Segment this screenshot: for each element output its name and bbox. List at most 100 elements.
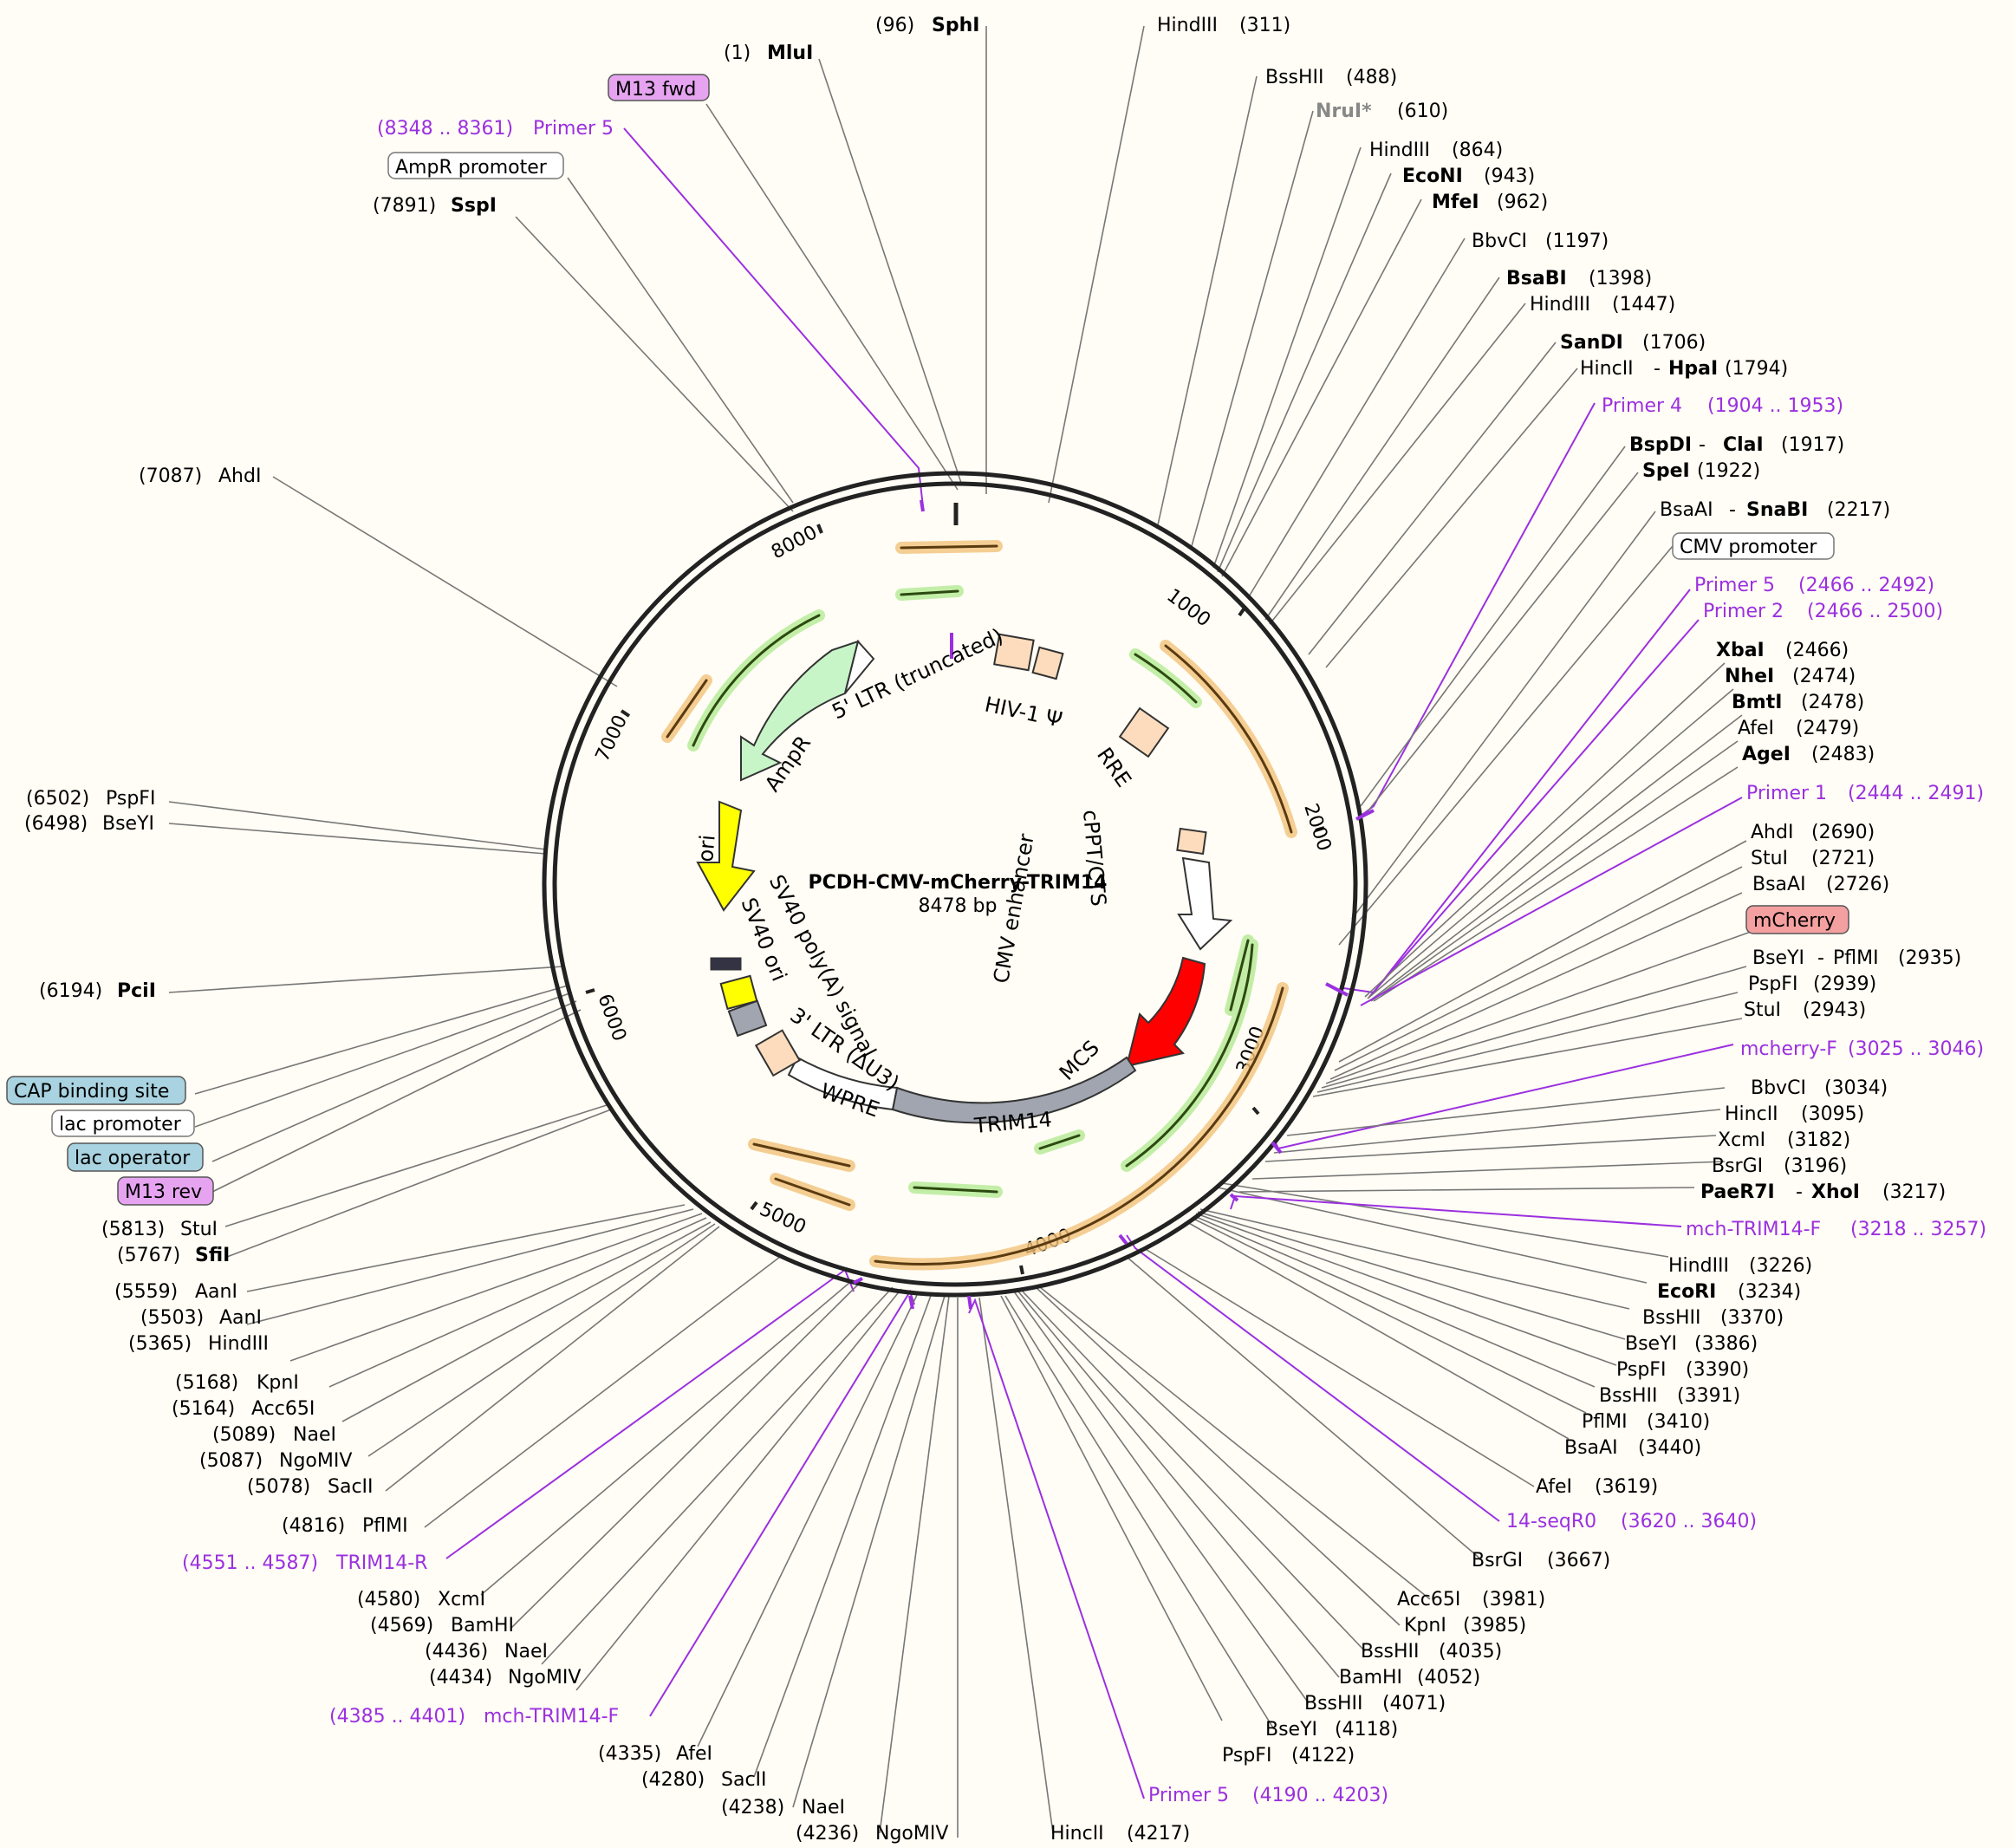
bsrgi2-label[interactable]: BsrGI: [1472, 1550, 1523, 1571]
afei2-label[interactable]: AfeI: [1536, 1476, 1572, 1498]
bseyi-label[interactable]: BseYI: [102, 813, 154, 835]
mfei-label[interactable]: MfeI: [1432, 192, 1479, 213]
bsshii4-label[interactable]: BssHII: [1642, 1307, 1701, 1329]
hind-r1-label[interactable]: HindIII: [1157, 15, 1218, 36]
pflmi2-label[interactable]: PflMI: [1582, 1411, 1628, 1433]
pspfi2-label[interactable]: PspFI: [1222, 1745, 1271, 1767]
bseyi-r-label[interactable]: BseYI: [1752, 947, 1804, 969]
aani2-label[interactable]: AanI: [219, 1307, 262, 1329]
acc-label[interactable]: Acc65I: [251, 1398, 315, 1420]
hind-label[interactable]: HindIII: [208, 1333, 269, 1355]
ecori-label[interactable]: EcoRI: [1657, 1281, 1716, 1303]
hincii2-label[interactable]: HincII: [1725, 1103, 1778, 1125]
stui-r-label[interactable]: StuI: [1751, 848, 1788, 869]
bsrgi-r-label[interactable]: BsrGI: [1712, 1155, 1763, 1177]
pspfi3-label[interactable]: PspFI: [1616, 1359, 1666, 1381]
hind-r3-label[interactable]: HindIII: [1530, 294, 1590, 316]
spei-label[interactable]: SpeI: [1642, 460, 1690, 482]
bseyi2-label[interactable]: BseYI: [1265, 1719, 1317, 1741]
primer2-label[interactable]: Primer 2: [1703, 601, 1784, 622]
bamhi-label[interactable]: BamHI: [451, 1615, 514, 1637]
naei-label[interactable]: NaeI: [293, 1424, 336, 1446]
naei3-label[interactable]: NaeI: [802, 1797, 845, 1819]
sspi-label[interactable]: SspI: [451, 195, 497, 217]
primer5-r-label[interactable]: Primer 5: [1694, 575, 1775, 596]
xhoi-label[interactable]: XhoI: [1811, 1181, 1860, 1203]
mcherry-f-label[interactable]: mcherry-F: [1740, 1038, 1837, 1060]
hind-r2-label[interactable]: HindIII: [1369, 140, 1430, 161]
afei-r-label[interactable]: AfeI: [1738, 718, 1774, 739]
bsaai2-label[interactable]: BsaAI: [1752, 874, 1806, 895]
ahdi-label[interactable]: AhdI: [218, 465, 261, 487]
mcherry-label[interactable]: mCherry: [1753, 910, 1836, 932]
nrui-label[interactable]: NruI*: [1316, 101, 1372, 122]
m13rev-label[interactable]: M13 rev: [125, 1181, 202, 1203]
mchf-label[interactable]: mch-TRIM14-F: [484, 1706, 619, 1728]
stui2-r-label[interactable]: StuI: [1744, 999, 1781, 1021]
pspfi-label[interactable]: PspFI: [106, 788, 155, 810]
right-labels: HindIII (311) BssHII (488) NruI* (610) H…: [1157, 15, 1986, 1240]
primer1-label[interactable]: Primer 1: [1746, 783, 1827, 804]
hincii-r-label[interactable]: HincII: [1580, 358, 1634, 380]
bsshii-r-label[interactable]: BssHII: [1265, 67, 1324, 88]
stui-label[interactable]: StuI: [180, 1219, 218, 1240]
pflmi-pos: (4816): [282, 1515, 345, 1537]
sandi-label[interactable]: SanDI: [1560, 332, 1623, 354]
bsshii2-label[interactable]: BssHII: [1361, 1641, 1420, 1663]
sfii-label[interactable]: SfiI: [195, 1245, 230, 1266]
agei-label[interactable]: AgeI: [1742, 744, 1791, 765]
lac-promoter-label[interactable]: lac promoter: [59, 1114, 182, 1135]
seqr0-label[interactable]: 14-seqR0: [1506, 1511, 1596, 1532]
kpni2-label[interactable]: KpnI: [1404, 1615, 1446, 1637]
nhei-label[interactable]: NheI: [1725, 666, 1774, 687]
bspdi-label[interactable]: BspDI: [1629, 434, 1692, 456]
primer4-label[interactable]: Primer 4: [1602, 395, 1682, 417]
ngo-label[interactable]: NgoMIV: [279, 1450, 352, 1472]
primer5a-label[interactable]: Primer 5: [533, 118, 614, 140]
sacii-label[interactable]: SacII: [328, 1476, 374, 1498]
ampr-promoter-label[interactable]: AmpR promoter: [395, 157, 548, 179]
pflmi-label[interactable]: PflMI: [362, 1515, 408, 1537]
snabi-label[interactable]: SnaBI: [1746, 499, 1808, 521]
cmv-promoter-label[interactable]: CMV promoter: [1680, 537, 1817, 558]
clai-label[interactable]: ClaI: [1723, 434, 1764, 456]
bamhi2-label[interactable]: BamHI: [1339, 1667, 1402, 1689]
m13fwd-label[interactable]: M13 fwd: [615, 79, 696, 101]
mlui-label[interactable]: MluI: [767, 42, 813, 64]
lac-operator-label[interactable]: lac operator: [75, 1148, 191, 1169]
ahdi-r-label[interactable]: AhdI: [1751, 822, 1793, 843]
hind3-label[interactable]: HindIII: [1668, 1255, 1729, 1277]
ngo3-label[interactable]: NgoMIV: [875, 1823, 948, 1845]
sacii2-label[interactable]: SacII: [721, 1769, 767, 1791]
bbvci2-label[interactable]: BbvCI: [1751, 1077, 1806, 1099]
bseyi3-label[interactable]: BseYI: [1625, 1333, 1677, 1355]
bsaai3-label[interactable]: BsaAI: [1564, 1437, 1618, 1459]
bsshii3-label[interactable]: BssHII: [1599, 1385, 1658, 1407]
xcmi-label[interactable]: XcmI: [438, 1589, 485, 1610]
acc2-label[interactable]: Acc65I: [1397, 1589, 1460, 1610]
cap-binding-site-label[interactable]: CAP binding site: [14, 1081, 169, 1103]
primer5-label[interactable]: Primer 5: [1148, 1785, 1229, 1806]
pflmi-r-label[interactable]: PflMI: [1833, 947, 1879, 969]
trimr-label[interactable]: TRIM14-R: [335, 1552, 427, 1574]
sphi-label[interactable]: SphI: [932, 15, 979, 36]
bsshii1-label[interactable]: BssHII: [1304, 1693, 1363, 1715]
mch-trim14-f-label[interactable]: mch-TRIM14-F: [1686, 1219, 1821, 1240]
econi-label[interactable]: EcoNI: [1402, 166, 1463, 187]
hincii-label[interactable]: HincII: [1050, 1823, 1104, 1845]
pspfi-r-label[interactable]: PspFI: [1748, 973, 1797, 995]
bmti-label[interactable]: BmtI: [1732, 692, 1782, 713]
bsaai-r-label[interactable]: BsaAI: [1660, 499, 1713, 521]
hpai-label[interactable]: HpaI: [1668, 358, 1718, 380]
pcii-label[interactable]: PciI: [117, 980, 156, 1002]
bbvci-label[interactable]: BbvCI: [1472, 231, 1527, 252]
bsabi-label[interactable]: BsaBI: [1506, 268, 1567, 290]
afei-label[interactable]: AfeI: [676, 1743, 712, 1765]
kpni-label[interactable]: KpnI: [257, 1372, 299, 1394]
xbai-label[interactable]: XbaI: [1716, 640, 1765, 661]
paer7i-label[interactable]: PaeR7I: [1700, 1181, 1775, 1203]
naei2-label[interactable]: NaeI: [504, 1641, 548, 1663]
xcmi-r-label[interactable]: XcmI: [1718, 1129, 1765, 1151]
ngo2-label[interactable]: NgoMIV: [508, 1667, 581, 1689]
aani1-label[interactable]: AanI: [195, 1281, 237, 1303]
